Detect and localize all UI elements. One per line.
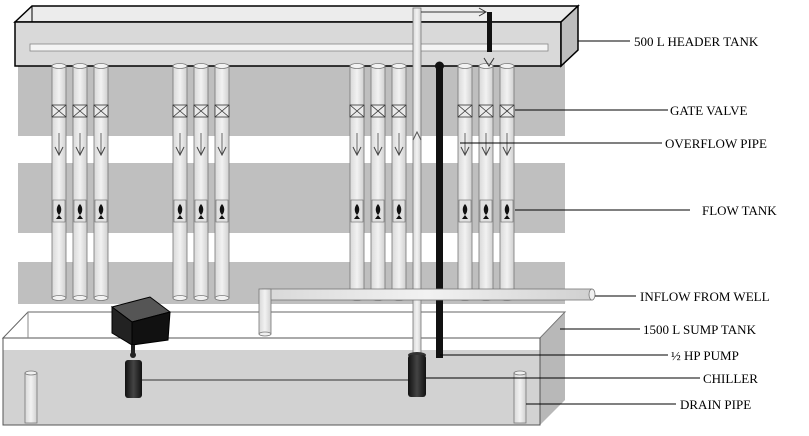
label-inflow-from-well: INFLOW FROM WELL (640, 289, 770, 304)
flow-tank-top (72, 63, 88, 69)
flow-tank-top (93, 63, 109, 69)
flow-tank-column (478, 63, 494, 301)
flow-tank-column (370, 63, 386, 301)
overflow-return-pipe (412, 7, 422, 359)
fish-icon (219, 204, 225, 219)
flow-tank-column (457, 63, 473, 301)
flow-tank-top (478, 63, 494, 69)
flow-tank-top (457, 63, 473, 69)
fish-icon (504, 204, 510, 219)
label-sump-tank: 1500 L SUMP TANK (643, 322, 757, 337)
flow-tank-tube (72, 65, 88, 299)
sump-tank-top (1, 311, 567, 339)
leader-lines (426, 40, 700, 405)
flow-tank-top (499, 63, 515, 69)
drain-pipe-right (513, 372, 527, 424)
flow-tank-column (172, 63, 188, 301)
flow-tank-top (172, 63, 188, 69)
flow-tank-tube (214, 65, 230, 299)
label-pump: ½ HP PUMP (671, 348, 739, 363)
header-inflow-arrow (421, 7, 495, 67)
label-flow-tank: FLOW TANK (702, 203, 777, 218)
fish-icon (177, 204, 183, 219)
fish-icon (354, 204, 360, 219)
header-tank-side (560, 4, 579, 68)
labels: 500 L HEADER TANK GATE VALVE OVERFLOW PI… (634, 34, 777, 412)
frame-bar-middle (18, 163, 565, 233)
flow-tank-top (349, 63, 365, 69)
flow-tank-column (72, 63, 88, 301)
flow-tank-top (370, 63, 386, 69)
flow-tank-column (214, 63, 230, 301)
flow-tank-column (499, 63, 515, 301)
label-gate-valve: GATE VALVE (670, 103, 747, 118)
header-tank (13, 4, 580, 68)
pump-riser-pipe (435, 61, 444, 358)
chiller-unit (110, 296, 172, 398)
drain-pipe-left (24, 372, 38, 424)
flow-tank-bottom (193, 295, 209, 301)
flow-tank-tube (391, 65, 407, 299)
flow-tank-column (193, 63, 209, 301)
flow-tank-column (349, 63, 365, 301)
flow-tank-tube (349, 65, 365, 299)
fish-icon (198, 204, 204, 219)
sump-tank-water (3, 350, 540, 425)
inflow-pipe (258, 288, 596, 337)
label-header-tank: 500 L HEADER TANK (634, 34, 759, 49)
fish-icon (396, 204, 402, 219)
flow-tank-top (391, 63, 407, 69)
flow-tank-top (214, 63, 230, 69)
fish-icon (77, 204, 83, 219)
flow-tank-columns (51, 63, 515, 301)
flow-tank-tube (51, 65, 67, 299)
fish-icon (375, 204, 381, 219)
flow-tank-top (193, 63, 209, 69)
header-tank-top (13, 5, 580, 23)
label-chiller: CHILLER (703, 371, 758, 386)
flow-tank-tube (457, 65, 473, 299)
frame-bars (18, 58, 565, 304)
fish-icon (98, 204, 104, 219)
flow-tank-column (93, 63, 109, 301)
flow-tank-tube (478, 65, 494, 299)
flow-tank-bottom (51, 295, 67, 301)
chiller-coil (125, 360, 142, 398)
flow-arrow-icon (412, 130, 422, 141)
flow-tank-bottom (72, 295, 88, 301)
flow-tank-tube (172, 65, 188, 299)
flow-tank-bottom (172, 295, 188, 301)
pump (408, 352, 426, 397)
sump-tank (1, 311, 567, 426)
sump-tank-side (540, 312, 565, 425)
flow-tank-top (51, 63, 67, 69)
label-overflow-pipe: OVERFLOW PIPE (665, 136, 767, 151)
sump-tank-front (2, 337, 541, 426)
frame-bar-top (18, 58, 565, 136)
header-distribution-pipe (29, 43, 549, 52)
flow-tank-bottom (93, 295, 109, 301)
fish-icon (462, 204, 468, 219)
label-drain-pipe: DRAIN PIPE (680, 397, 751, 412)
fish-icon (483, 204, 489, 219)
drain-pipes (24, 370, 527, 424)
flow-tank-tube (193, 65, 209, 299)
flow-tank-tube (370, 65, 386, 299)
flow-tank-tube (499, 65, 515, 299)
flow-tank-bottom (214, 295, 230, 301)
flow-tank-column (51, 63, 67, 301)
flow-tank-tube (93, 65, 109, 299)
fish-icon (56, 204, 62, 219)
flow-tank-column (391, 63, 407, 301)
